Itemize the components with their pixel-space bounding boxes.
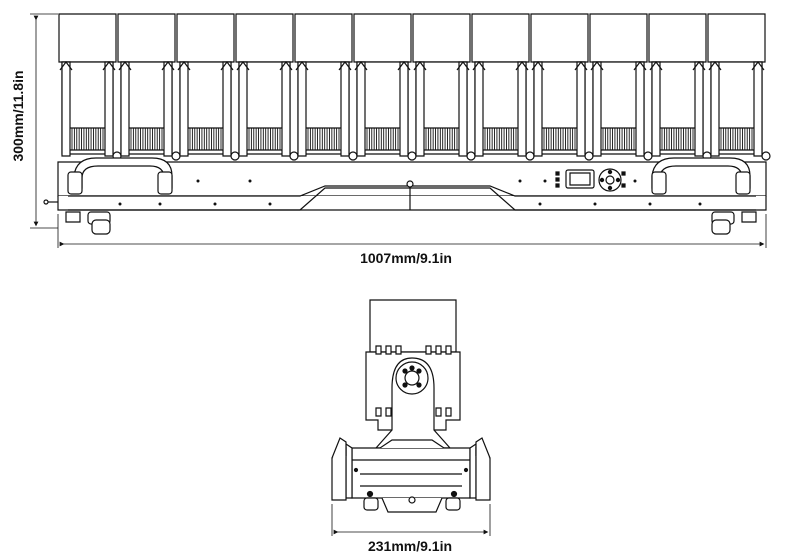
light-head xyxy=(590,14,652,160)
heat-sink-fins xyxy=(308,128,339,150)
right-clamp xyxy=(712,212,756,234)
control-panel xyxy=(556,169,625,191)
screw-dots xyxy=(118,179,702,206)
side-view xyxy=(332,300,490,512)
heat-sink-fins xyxy=(367,128,398,150)
height-dimension-label: 300mm/11.8in xyxy=(10,70,26,162)
light-head xyxy=(236,14,298,160)
left-handle xyxy=(68,158,172,194)
side-dimension-lines xyxy=(332,504,490,536)
front-view xyxy=(44,14,770,234)
light-heads-row xyxy=(59,14,770,160)
vent-teeth xyxy=(376,346,451,416)
side-clamp xyxy=(382,498,442,512)
width-dimension-label: 1007mm/9.1in xyxy=(360,250,452,266)
heat-sink-fins xyxy=(603,128,634,150)
light-head xyxy=(472,14,534,160)
heat-sink-fins xyxy=(662,128,693,150)
light-head xyxy=(708,14,770,160)
light-head xyxy=(413,14,475,160)
heat-sink-fins xyxy=(190,128,221,150)
front-dimension-lines xyxy=(30,14,766,248)
light-head xyxy=(649,14,711,160)
side-base xyxy=(352,448,470,498)
right-handle xyxy=(652,158,750,194)
light-head xyxy=(354,14,416,160)
light-head xyxy=(118,14,180,160)
yoke-arm xyxy=(376,358,450,448)
light-head xyxy=(59,14,121,160)
heat-sink-fins xyxy=(72,128,103,150)
light-head xyxy=(177,14,239,160)
heat-sink-fins xyxy=(721,128,752,150)
light-head xyxy=(531,14,593,160)
heat-sink-fins xyxy=(249,128,280,150)
base-body xyxy=(58,162,766,210)
heat-sink-fins xyxy=(426,128,457,150)
heat-sink-fins xyxy=(544,128,575,150)
heat-sink-fins xyxy=(485,128,516,150)
light-head xyxy=(295,14,357,160)
heat-sink-fins xyxy=(131,128,162,150)
head-front-housing xyxy=(370,300,456,352)
depth-dimension-label: 231mm/9.1in xyxy=(367,538,453,554)
left-clamp xyxy=(66,212,110,234)
